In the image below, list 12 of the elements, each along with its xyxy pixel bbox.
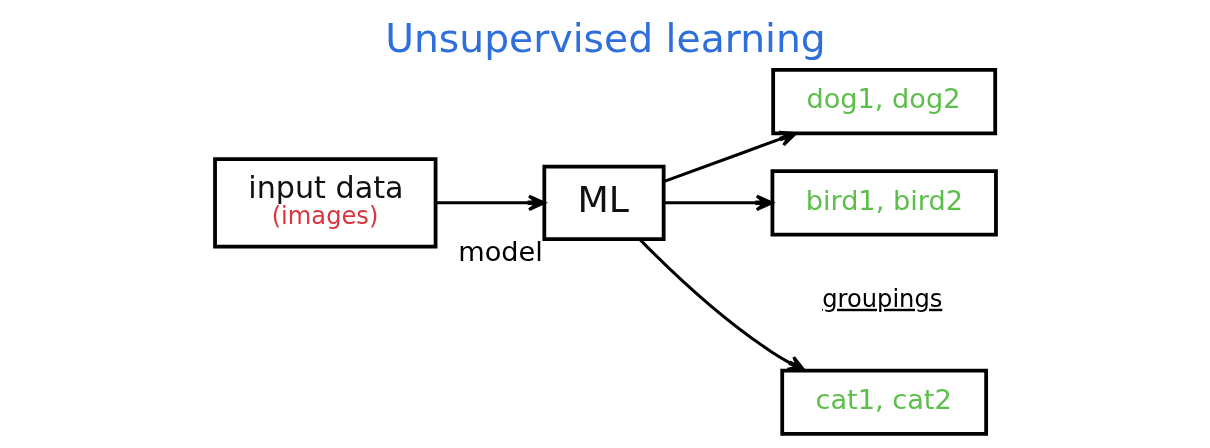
node-box: cat1, cat2 [779,368,988,436]
node-box: bird1, bird2 [770,169,998,237]
arrow [435,194,546,212]
node-box: input data (images) [212,157,437,249]
label: groupings [821,284,942,313]
node-label: model [457,235,543,267]
arrow [663,194,773,212]
node-box: ML [541,164,666,241]
arrow [638,238,805,372]
node-box: dog1, dog2 [770,68,997,136]
diagram-title: Unsupervised learning [384,15,826,61]
arrow [663,130,797,183]
